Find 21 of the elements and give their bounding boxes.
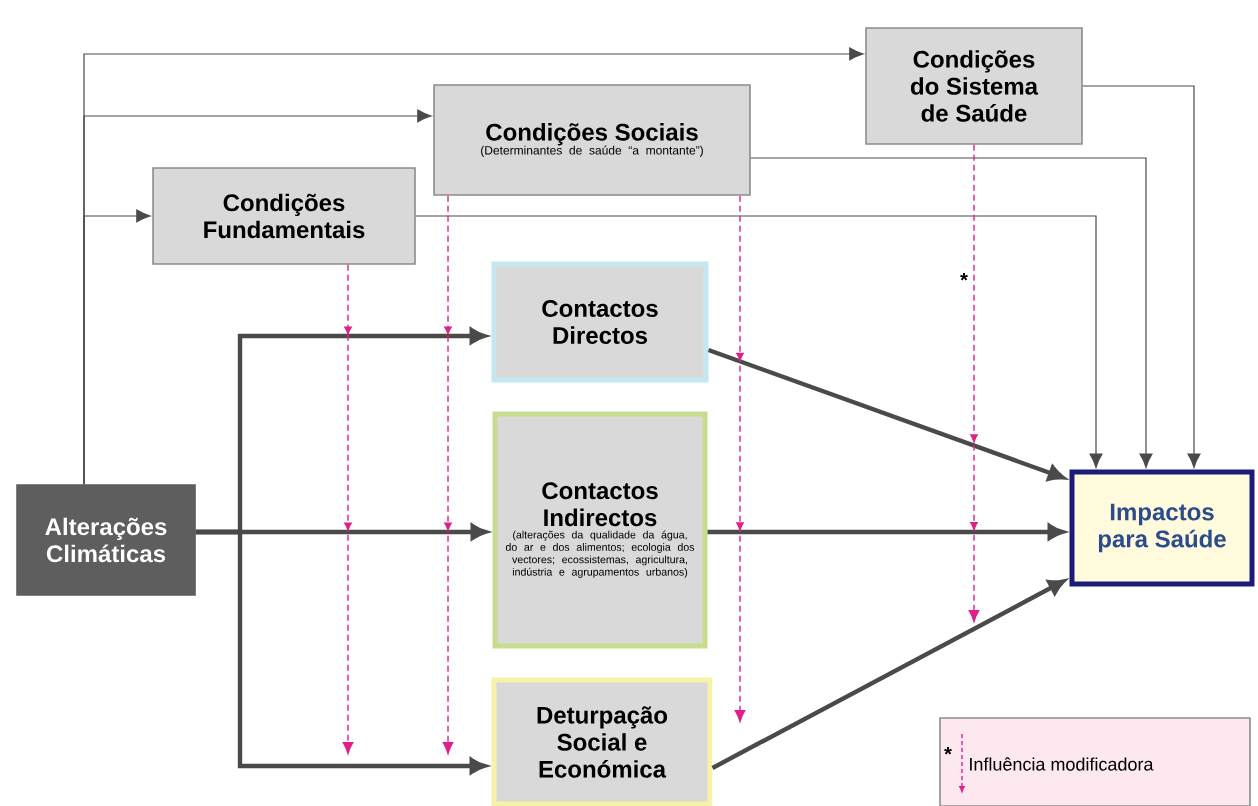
arrow	[83, 209, 151, 485]
process-box: Contactos Directos	[491, 261, 709, 383]
arrow	[342, 264, 354, 755]
arrow	[415, 215, 1103, 468]
arrow	[442, 195, 454, 755]
arrow	[750, 157, 1153, 468]
process-box: Deturpação Social e Económica	[491, 677, 713, 806]
arrow	[707, 524, 1065, 540]
process-box: Condições Fundamentais	[152, 167, 416, 265]
outcome-box: Impactos para Saúde	[1069, 469, 1255, 587]
arrow	[707, 347, 1065, 481]
asterisk: *	[960, 273, 968, 281]
process-box: Condições do Sistema de Saúde	[865, 27, 1083, 145]
asterisk: *	[944, 747, 952, 755]
legend-text: Influência modificadora	[970, 757, 1154, 771]
arrow	[968, 144, 980, 623]
arrow	[195, 529, 487, 774]
arrow	[734, 195, 746, 723]
process-box: Alterações Climáticas	[16, 484, 196, 596]
arrow	[1082, 85, 1201, 468]
arrow	[711, 579, 1065, 770]
